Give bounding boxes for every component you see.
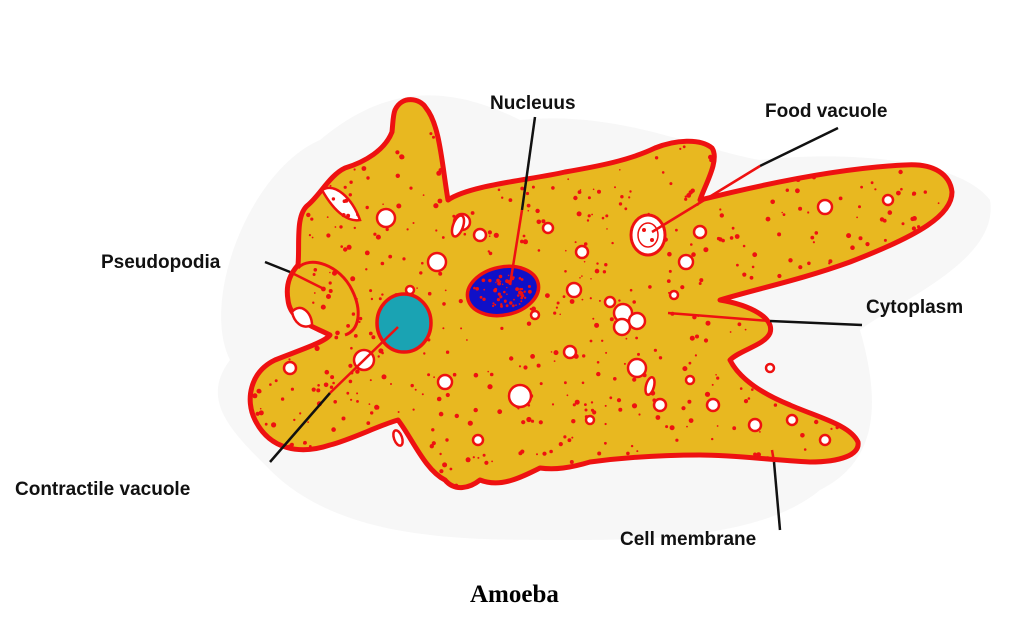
leader-contractile [269, 392, 331, 463]
contractile-vacuole [375, 292, 433, 354]
leader-nucleus-inner [508, 209, 524, 286]
upper-notch [320, 186, 362, 222]
diagram-caption: Amoeba [470, 581, 559, 608]
label-cytoplasm: Cytoplasm [866, 297, 964, 318]
leader-pseudopodia [264, 260, 291, 274]
leader-pseudopodia-inner [289, 270, 323, 290]
leader-lines [264, 116, 863, 531]
leader-cell-membrane-inner [770, 449, 776, 463]
leader-food-vacuole-inner [651, 164, 761, 234]
elongated-vacuoles [392, 214, 656, 447]
cytoplasm-granules [252, 132, 940, 488]
leader-cell-membrane [772, 461, 782, 531]
food-vacuole [629, 213, 667, 257]
vacuole-cluster [612, 302, 647, 337]
leader-nucleus [520, 116, 537, 211]
amoeba-body [247, 97, 955, 490]
label-nucleus: Nucleuus [490, 93, 576, 114]
label-pseudopodia: Pseudopodia [101, 252, 221, 273]
side-notch [290, 306, 314, 328]
pseudopod-fold [296, 260, 360, 337]
label-cell-membrane: Cell membrane [620, 529, 757, 550]
nucleus [465, 264, 541, 318]
label-food-vacuole: Food vacuole [765, 101, 888, 122]
leader-food-vacuole [759, 126, 839, 168]
leader-cytoplasm-inner [667, 311, 771, 323]
leader-contractile-inner [329, 326, 399, 394]
leader-cytoplasm [769, 319, 863, 327]
label-contractile-vacuole: Contractile vacuole [15, 479, 191, 500]
